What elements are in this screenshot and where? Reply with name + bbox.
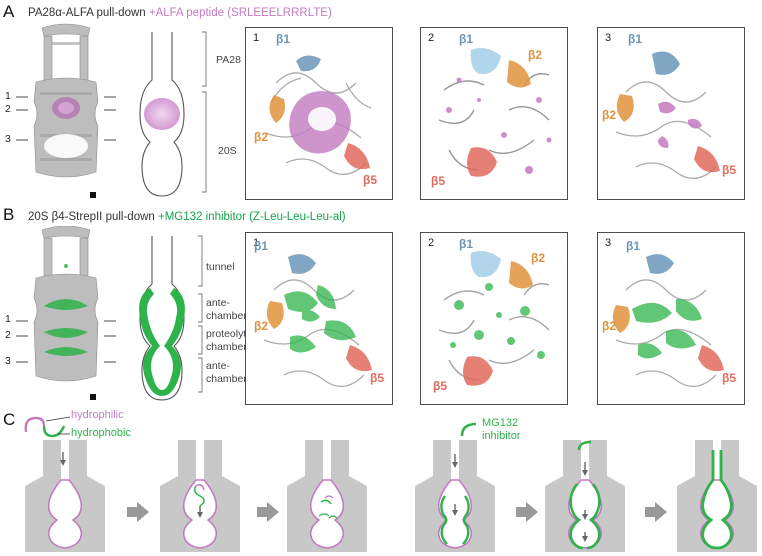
panel-b-box-2: 2 β1 β2 β5 — [420, 232, 568, 405]
panel-a-level-2: 2 — [5, 103, 11, 115]
panel-a-density-map — [33, 23, 99, 198]
legend-mg132-line1: MG132 — [482, 417, 519, 429]
box-number: 1 — [253, 32, 260, 44]
panel-a-box-2: 2 β1 β2 β5 — [420, 27, 568, 200]
schematic-step-3 — [287, 440, 367, 552]
label-beta2: β2 — [531, 251, 545, 265]
box-number: 1 — [253, 237, 260, 249]
panel-b-box-1: 1 β1 β2 β5 — [245, 232, 393, 405]
panel-c-schematic-row — [25, 440, 757, 552]
panel-c-peptide-legend-glyph — [24, 416, 71, 438]
label-beta2: β2 — [602, 319, 616, 333]
label-beta1: β1 — [459, 237, 473, 251]
panel-b-title: 20S β4-StrepII pull-down +MG132 inhibito… — [28, 211, 346, 223]
schematic-step-5 — [545, 440, 625, 552]
panel-a-level-ticks — [16, 96, 116, 141]
panel-b-label-proteolytic: proteolytic — [206, 328, 254, 340]
label-beta1: β1 — [628, 32, 642, 46]
panel-a-box-3: 3 β1 β2 β5 — [597, 27, 745, 200]
panel-b-level-3: 3 — [5, 355, 11, 367]
panel-b-title-prefix: 20S β4-StrepII pull-down — [28, 211, 158, 223]
panel-a-level-3: 3 — [5, 133, 11, 145]
panel-b-box-3: 3 β1 β2 β5 — [597, 232, 745, 405]
panel-a-title: PA28α-ALFA pull-down +ALFA peptide (SRLE… — [28, 7, 332, 19]
schematic-step-4 — [415, 440, 495, 552]
panel-a-schematic — [139, 31, 207, 197]
structure-render — [438, 48, 552, 177]
structure-render — [615, 51, 720, 179]
panel-a-label-20s: 20S — [218, 145, 237, 157]
label-beta5: β5 — [363, 173, 377, 187]
label-beta2: β2 — [254, 130, 268, 144]
legend-hydrophobic: hydrophobic — [71, 427, 131, 439]
label-beta2: β2 — [528, 48, 542, 62]
panel-b-schematic — [139, 235, 203, 401]
panel-b-label-antechamber-2a: ante- — [206, 360, 230, 372]
box-number: 3 — [605, 32, 612, 44]
panel-a-level-1: 1 — [5, 90, 11, 102]
panel-b-title-highlight: +MG132 inhibitor (Z-Leu-Leu-Leu-al) — [158, 211, 346, 223]
label-beta1: β1 — [626, 239, 640, 253]
structure-render — [263, 254, 372, 387]
label-beta5: β5 — [722, 163, 736, 177]
schematic-step-2 — [160, 440, 240, 552]
legend-mg132-line2: inhibitor — [482, 430, 521, 442]
schematic-step-6 — [677, 440, 757, 552]
panel-b-label-antechamber-2b: chamber — [206, 373, 247, 385]
panel-b-level-1: 1 — [5, 313, 11, 325]
label-beta1: β1 — [276, 32, 290, 46]
structure-render — [612, 254, 724, 387]
box-number: 3 — [605, 237, 612, 249]
panel-b-letter: B — [3, 205, 15, 224]
panel-b-level-ticks — [16, 320, 116, 363]
legend-inhibitor-glyph — [460, 422, 477, 437]
box-number: 2 — [428, 32, 435, 44]
label-beta5: β5 — [433, 379, 447, 393]
panel-a-letter: A — [3, 2, 15, 21]
label-beta1: β1 — [459, 32, 473, 46]
panel-a-label-pa28: PA28 — [216, 54, 241, 66]
label-beta5: β5 — [370, 371, 384, 385]
panel-b-label-antechamber-1b: chamber — [206, 310, 247, 322]
panel-b-label-chamber: chamber — [206, 341, 247, 353]
panel-a-title-prefix: PA28α-ALFA pull-down — [28, 7, 149, 19]
panel-b-level-2: 2 — [5, 329, 11, 341]
panel-b-label-antechamber-1a: ante- — [206, 297, 230, 309]
panel-c-letter: C — [3, 410, 16, 429]
structure-render — [265, 55, 372, 175]
panel-a-box-1: 1 β1 β2 β5 — [245, 27, 393, 200]
label-beta1: β1 — [254, 239, 268, 253]
panel-b-label-tunnel: tunnel — [206, 261, 235, 273]
label-beta2: β2 — [254, 319, 268, 333]
panel-a-title-highlight: +ALFA peptide (SRLEEELRRRLTE) — [148, 7, 332, 19]
label-beta5: β5 — [431, 174, 445, 188]
structure-render — [438, 251, 550, 386]
panel-b-density-map — [33, 226, 99, 400]
schematic-step-1 — [25, 440, 105, 552]
label-beta5: β5 — [722, 371, 736, 385]
box-number: 2 — [428, 237, 435, 249]
legend-hydrophilic: hydrophilic — [71, 409, 124, 421]
label-beta2: β2 — [602, 108, 616, 122]
